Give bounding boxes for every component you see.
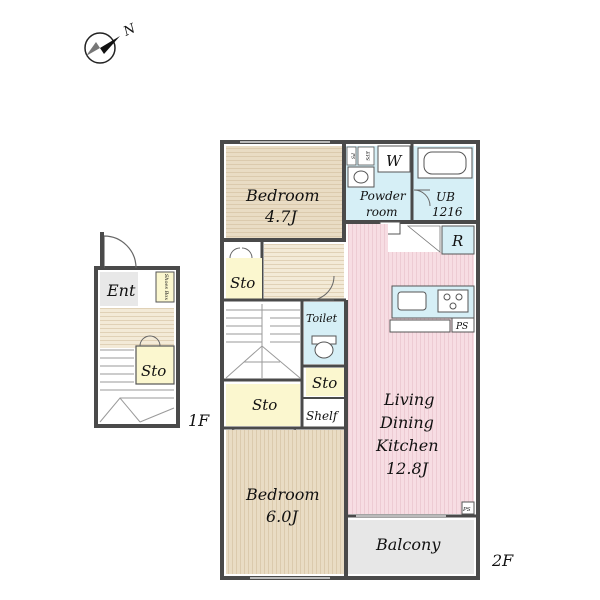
bedroom-bottom-size: 6.0J (266, 507, 299, 526)
entrance-label: Ent (106, 281, 136, 300)
storage-2f-b (306, 368, 344, 396)
compass-tail-icon (86, 42, 100, 56)
second-floor-plan: PS EPS W Powder room UB 1216 Bedroom 4.7… (220, 140, 480, 580)
shoe-box (155, 271, 175, 303)
washer-label: W (386, 152, 403, 170)
washer-space (377, 145, 411, 173)
fridge-label: R (451, 232, 463, 250)
stairs-2f (225, 304, 301, 379)
ldk-label-2: Dining (379, 413, 434, 432)
ps-kitchen-label: PS (455, 322, 468, 332)
shelf-label: Shelf (306, 409, 340, 423)
first-floor-plan: Shoes Box Ent Sto (94, 232, 180, 428)
floor-label-2f: 2F (491, 551, 514, 570)
ldk-label-1: Living (383, 390, 434, 409)
storage-2f-a-label: Sto (230, 274, 255, 292)
entrance-door-icon (103, 235, 137, 269)
compass-needle-icon (100, 36, 120, 54)
bedroom-bottom-name: Bedroom (245, 485, 320, 504)
corridor-2f (264, 244, 344, 300)
balcony-floor (348, 520, 474, 574)
storage-1f-label: Sto (141, 362, 166, 380)
ps-balcony-box (461, 501, 475, 515)
ub-label-2: 1216 (432, 205, 463, 219)
storage-2f-c (226, 384, 300, 426)
bedroom-top-size: 4.7J (264, 207, 298, 226)
floor-label-1f: 1F (188, 411, 210, 430)
toilet-bowl-icon (314, 341, 334, 359)
stove-icon (437, 289, 469, 313)
washbasin-icon (347, 166, 375, 188)
ub-label-1: UB (436, 190, 455, 204)
fridge-space (441, 225, 475, 255)
ps-top-label: PS (350, 152, 356, 159)
eps-box (357, 146, 375, 166)
bedroom-top-name: Bedroom (245, 186, 320, 205)
powder-room-label-1: Powder (359, 189, 407, 203)
storage-2f-a (226, 258, 262, 300)
ps-top-box (346, 146, 357, 166)
storage-2f-c-label: Sto (252, 396, 277, 414)
entrance-floor (100, 272, 138, 306)
ldk-label-3: Kitchen (375, 436, 439, 455)
toilet-label: Toilet (306, 312, 338, 325)
balcony-label: Balcony (375, 535, 441, 554)
compass: N (84, 21, 139, 64)
sink-icon (397, 291, 427, 311)
ps-balcony-label: PS (462, 507, 471, 513)
shoe-box-label: Shoes Box (163, 274, 169, 300)
powder-room-label-2: room (366, 205, 398, 219)
compass-north-label: N (120, 21, 138, 40)
stairs-1f (99, 349, 175, 423)
first-floor-hall (100, 308, 174, 348)
bedroom-bottom-floor (226, 430, 344, 574)
bedroom-top-floor (226, 146, 344, 238)
storage-1f (135, 345, 175, 385)
ps-kitchen-box (451, 317, 475, 333)
ldk-size: 12.8J (386, 459, 430, 478)
eps-label: EPS (364, 150, 370, 160)
bathtub-icon (417, 147, 473, 179)
storage-2f-b-label: Sto (312, 374, 337, 392)
